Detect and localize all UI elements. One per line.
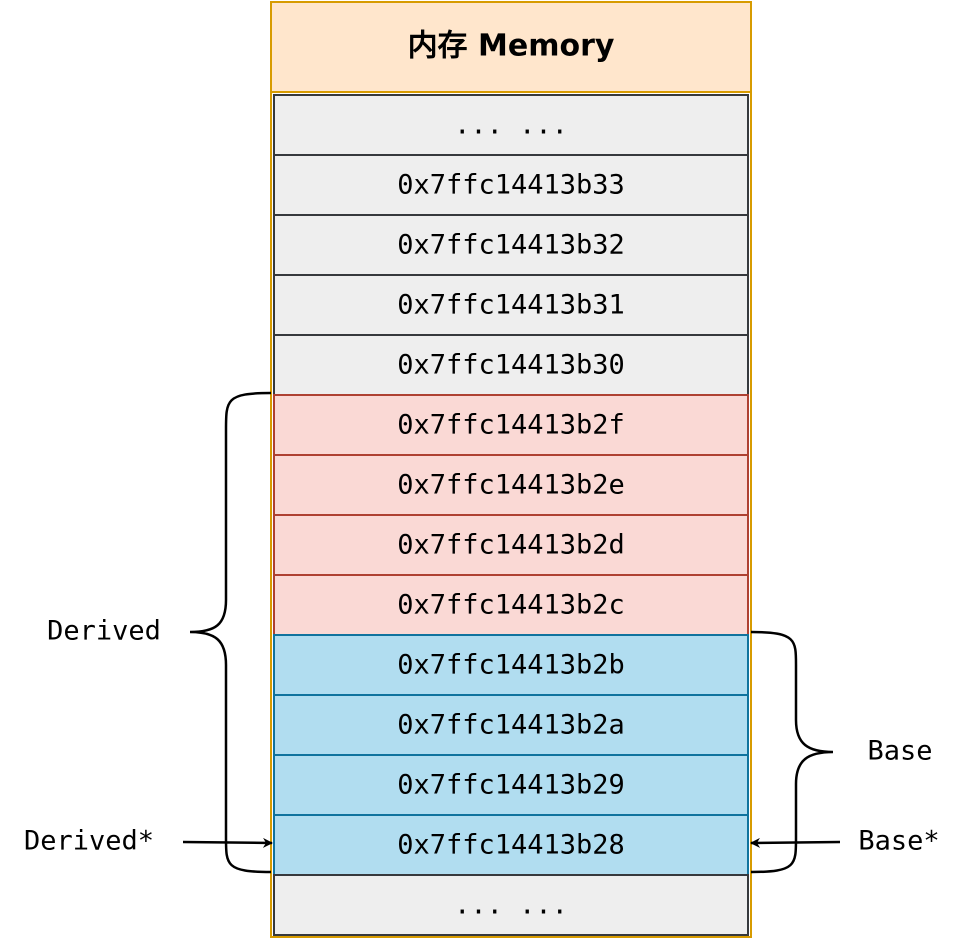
- memory-cell: [273, 394, 749, 456]
- memory-cell: [273, 574, 749, 636]
- memory-cell: [273, 154, 749, 216]
- base-pointer-arrow: [750, 837, 841, 848]
- memory-cell: [273, 754, 749, 816]
- memory-cell-address: 0x7ffc14413b2b: [397, 650, 625, 681]
- memory-cell: [273, 634, 749, 696]
- derived-label: Derived: [47, 616, 161, 647]
- memory-cell-address: 0x7ffc14413b31: [397, 290, 625, 321]
- memory-cell-address: 0x7ffc14413b28: [397, 830, 625, 861]
- memory-cell: [273, 274, 749, 336]
- memory-cell: [273, 514, 749, 576]
- memory-cell-address: 0x7ffc14413b2e: [397, 470, 625, 501]
- base-pointer-label: Base*: [858, 826, 939, 857]
- memory-cells: ... ... 0x7ffc14413b33 0x7ffc14413b32 0x7ff…: [273, 94, 749, 936]
- derived-brace: [189, 391, 272, 874]
- memory-cell-address: ... ...: [454, 110, 568, 141]
- memory-cell-address: 0x7ffc14413b2f: [397, 410, 625, 441]
- memory-cell-address: ... ...: [454, 890, 568, 921]
- memory-title: 内存 Memory: [408, 29, 615, 64]
- memory-cell: [273, 874, 749, 936]
- base-label: Base: [867, 736, 932, 767]
- memory-cell: [273, 94, 749, 156]
- memory-cell-address: 0x7ffc14413b2c: [397, 590, 625, 621]
- derived-pointer-arrow: [182, 837, 273, 848]
- memory-cell-address: 0x7ffc14413b33: [397, 170, 625, 201]
- memory-cell-address: 0x7ffc14413b32: [397, 230, 625, 261]
- base-brace: [750, 630, 834, 874]
- memory-cell-address: 0x7ffc14413b2a: [397, 710, 625, 741]
- derived-pointer-label: Derived*: [24, 826, 154, 857]
- memory-cell-address: 0x7ffc14413b2d: [397, 530, 625, 561]
- memory-cell-address: 0x7ffc14413b30: [397, 350, 625, 381]
- memory-cell-address: 0x7ffc14413b29: [397, 770, 625, 801]
- memory-title-cell: [270, 1, 752, 93]
